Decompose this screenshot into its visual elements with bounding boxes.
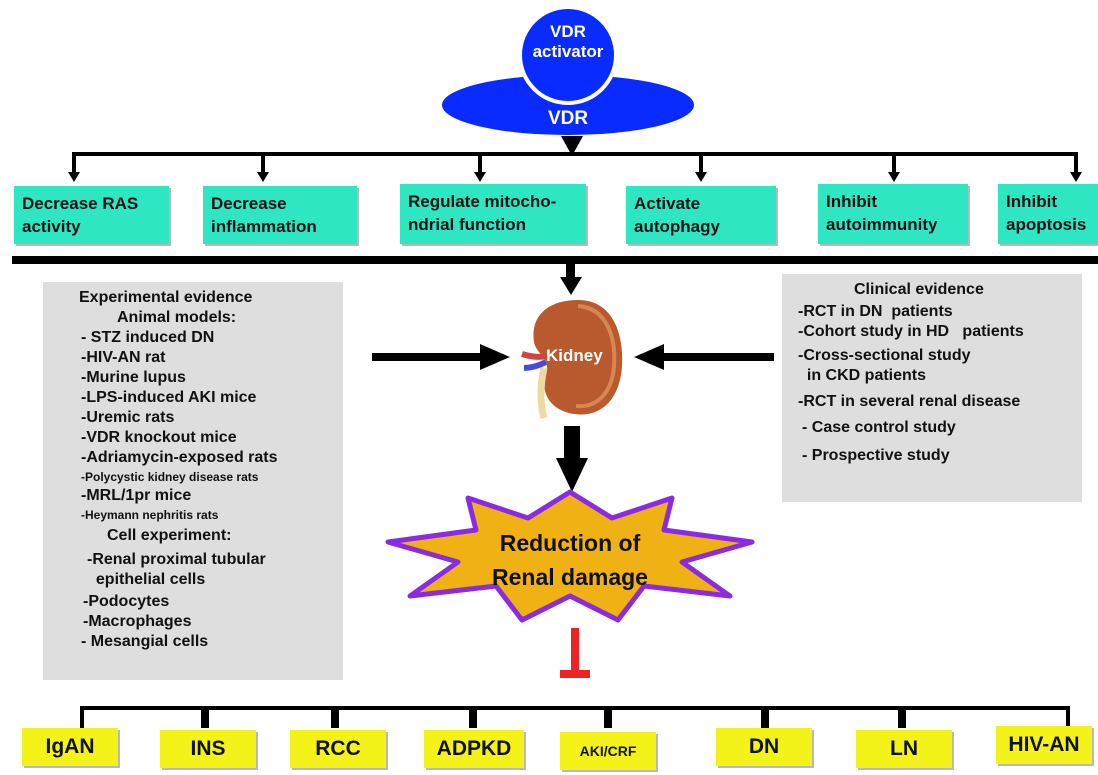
clinical-evidence-panel: Clinical evidence -RCT in DN patients -C… <box>782 274 1082 502</box>
vdr-activator-label: VDR activator <box>532 22 604 61</box>
disease-hiv-an: HIV-AN <box>996 726 1092 764</box>
vdr-receptor-label: VDR <box>547 108 589 129</box>
kidney-label: Kidney <box>546 346 603 365</box>
experimental-evidence-panel: Experimental evidence Animal models: - S… <box>43 282 343 680</box>
clinical-title: Clinical evidence <box>854 281 984 298</box>
renal-damage-starburst <box>385 489 755 623</box>
disease-ln: LN <box>856 730 952 768</box>
clinical-to-kidney-arrow <box>634 344 774 370</box>
vdr-down-arrow <box>561 136 583 156</box>
disease-ins: INS <box>160 730 256 768</box>
separator-bar <box>12 256 1098 264</box>
kidney-icon <box>521 300 623 419</box>
disease-adpkd: ADPKD <box>424 730 524 768</box>
disease-rcc: RCC <box>290 730 386 768</box>
bottom-bracket-line <box>80 706 1070 710</box>
mechanism-mitochondrial: Regulate mitocho-ndrial function <box>400 184 586 244</box>
animal-models-title: Animal models: <box>117 309 237 326</box>
disease-aki-crf: AKI/CRF <box>560 732 656 770</box>
experimental-title: Experimental evidence <box>79 289 253 306</box>
to-kidney-arrow <box>560 277 582 295</box>
disease-dn: DN <box>716 728 812 766</box>
top-bracket-line <box>72 152 1078 156</box>
vdr-activator-shape <box>522 9 614 101</box>
kidney-to-outcome-arrow <box>556 426 588 492</box>
inhibition-symbol <box>560 628 590 680</box>
experimental-to-kidney-arrow <box>372 344 510 370</box>
outcome-label: Reduction of Renal damage <box>492 530 648 590</box>
vdr-receptor-graphic <box>442 5 694 135</box>
disease-igan: IgAN <box>22 728 118 766</box>
cell-experiment-title: Cell experiment: <box>107 527 232 544</box>
